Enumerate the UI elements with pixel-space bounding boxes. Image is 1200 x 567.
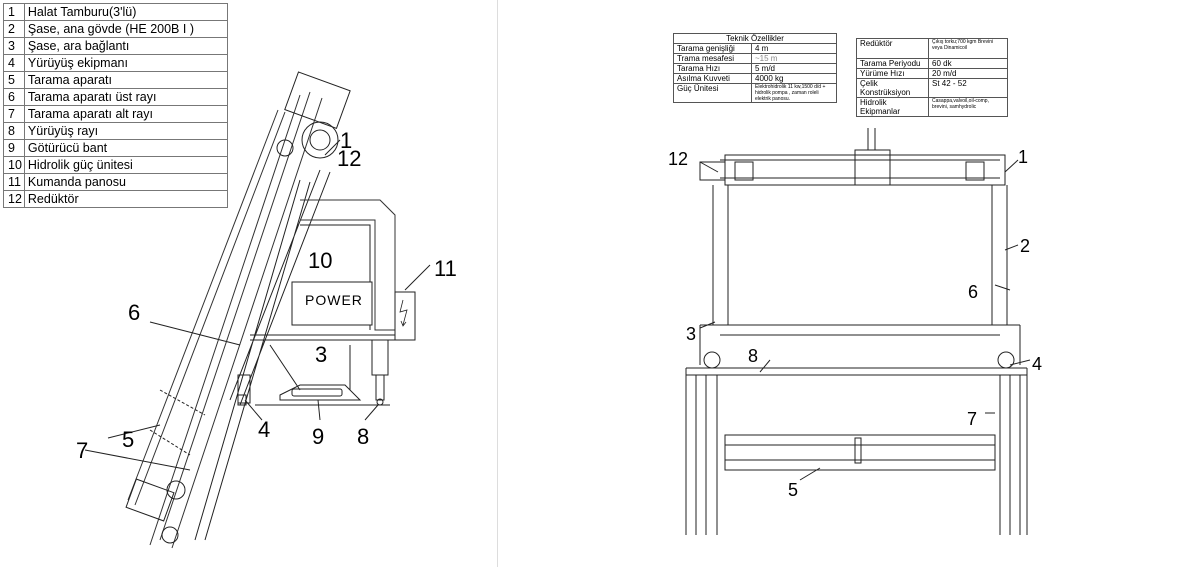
callout: 11 (434, 256, 457, 281)
front-view-drawing (685, 128, 1031, 535)
power-label: POWER (305, 292, 363, 308)
callout: 7 (76, 438, 88, 463)
callout: 1 (1018, 147, 1028, 167)
drum-right (965, 161, 985, 181)
spec-key: Hidrolik Ekipmanlar (856, 97, 929, 117)
spec-value: Casappa,valvoil,oil-comp, brevini, samhy… (928, 97, 1008, 117)
part-name: Kumanda panosu (23, 173, 228, 191)
front-view-callouts: 12 1 2 6 3 8 4 7 5 (668, 147, 1042, 500)
sheet-divider (497, 0, 498, 567)
spec-value: Elektrohidrolik 11 kw,1500 d/d + hidroli… (751, 83, 837, 103)
side-view-drawing (84, 71, 431, 549)
spec-key: Güç Ünitesi (673, 83, 752, 103)
callout: 6 (128, 300, 140, 325)
callout: 3 (315, 342, 327, 367)
part-number: 12 (3, 190, 25, 208)
callout: 5 (122, 427, 134, 452)
callout: 7 (967, 409, 977, 429)
part-name: Götürücü bant (23, 139, 228, 157)
spec-key: Çelik Konstrüksiyon (856, 78, 929, 98)
callout: 5 (788, 480, 798, 500)
callout: 2 (1020, 236, 1030, 256)
control-panel-box (394, 291, 416, 341)
drum-left (734, 161, 754, 181)
callout: 4 (1032, 354, 1042, 374)
callout: 9 (312, 424, 324, 449)
callout: 3 (686, 324, 696, 344)
part-name: Redüktör (23, 190, 228, 208)
side-view-callouts: 1 12 10 11 6 3 5 4 9 8 7 (76, 128, 457, 463)
callout: 8 (748, 346, 758, 366)
part-name: Tarama aparatı üst rayı (23, 88, 228, 106)
callout: 4 (258, 417, 270, 442)
callout: 10 (308, 248, 332, 273)
part-name: Tarama aparatı alt rayı (23, 105, 228, 123)
power-unit-box (291, 281, 373, 326)
rope-drum-icon (301, 121, 339, 159)
callout: 12 (668, 149, 688, 169)
callout: 8 (357, 424, 369, 449)
callout: 1 (340, 128, 352, 153)
callout: 6 (968, 282, 978, 302)
callout: 12 (337, 146, 361, 171)
